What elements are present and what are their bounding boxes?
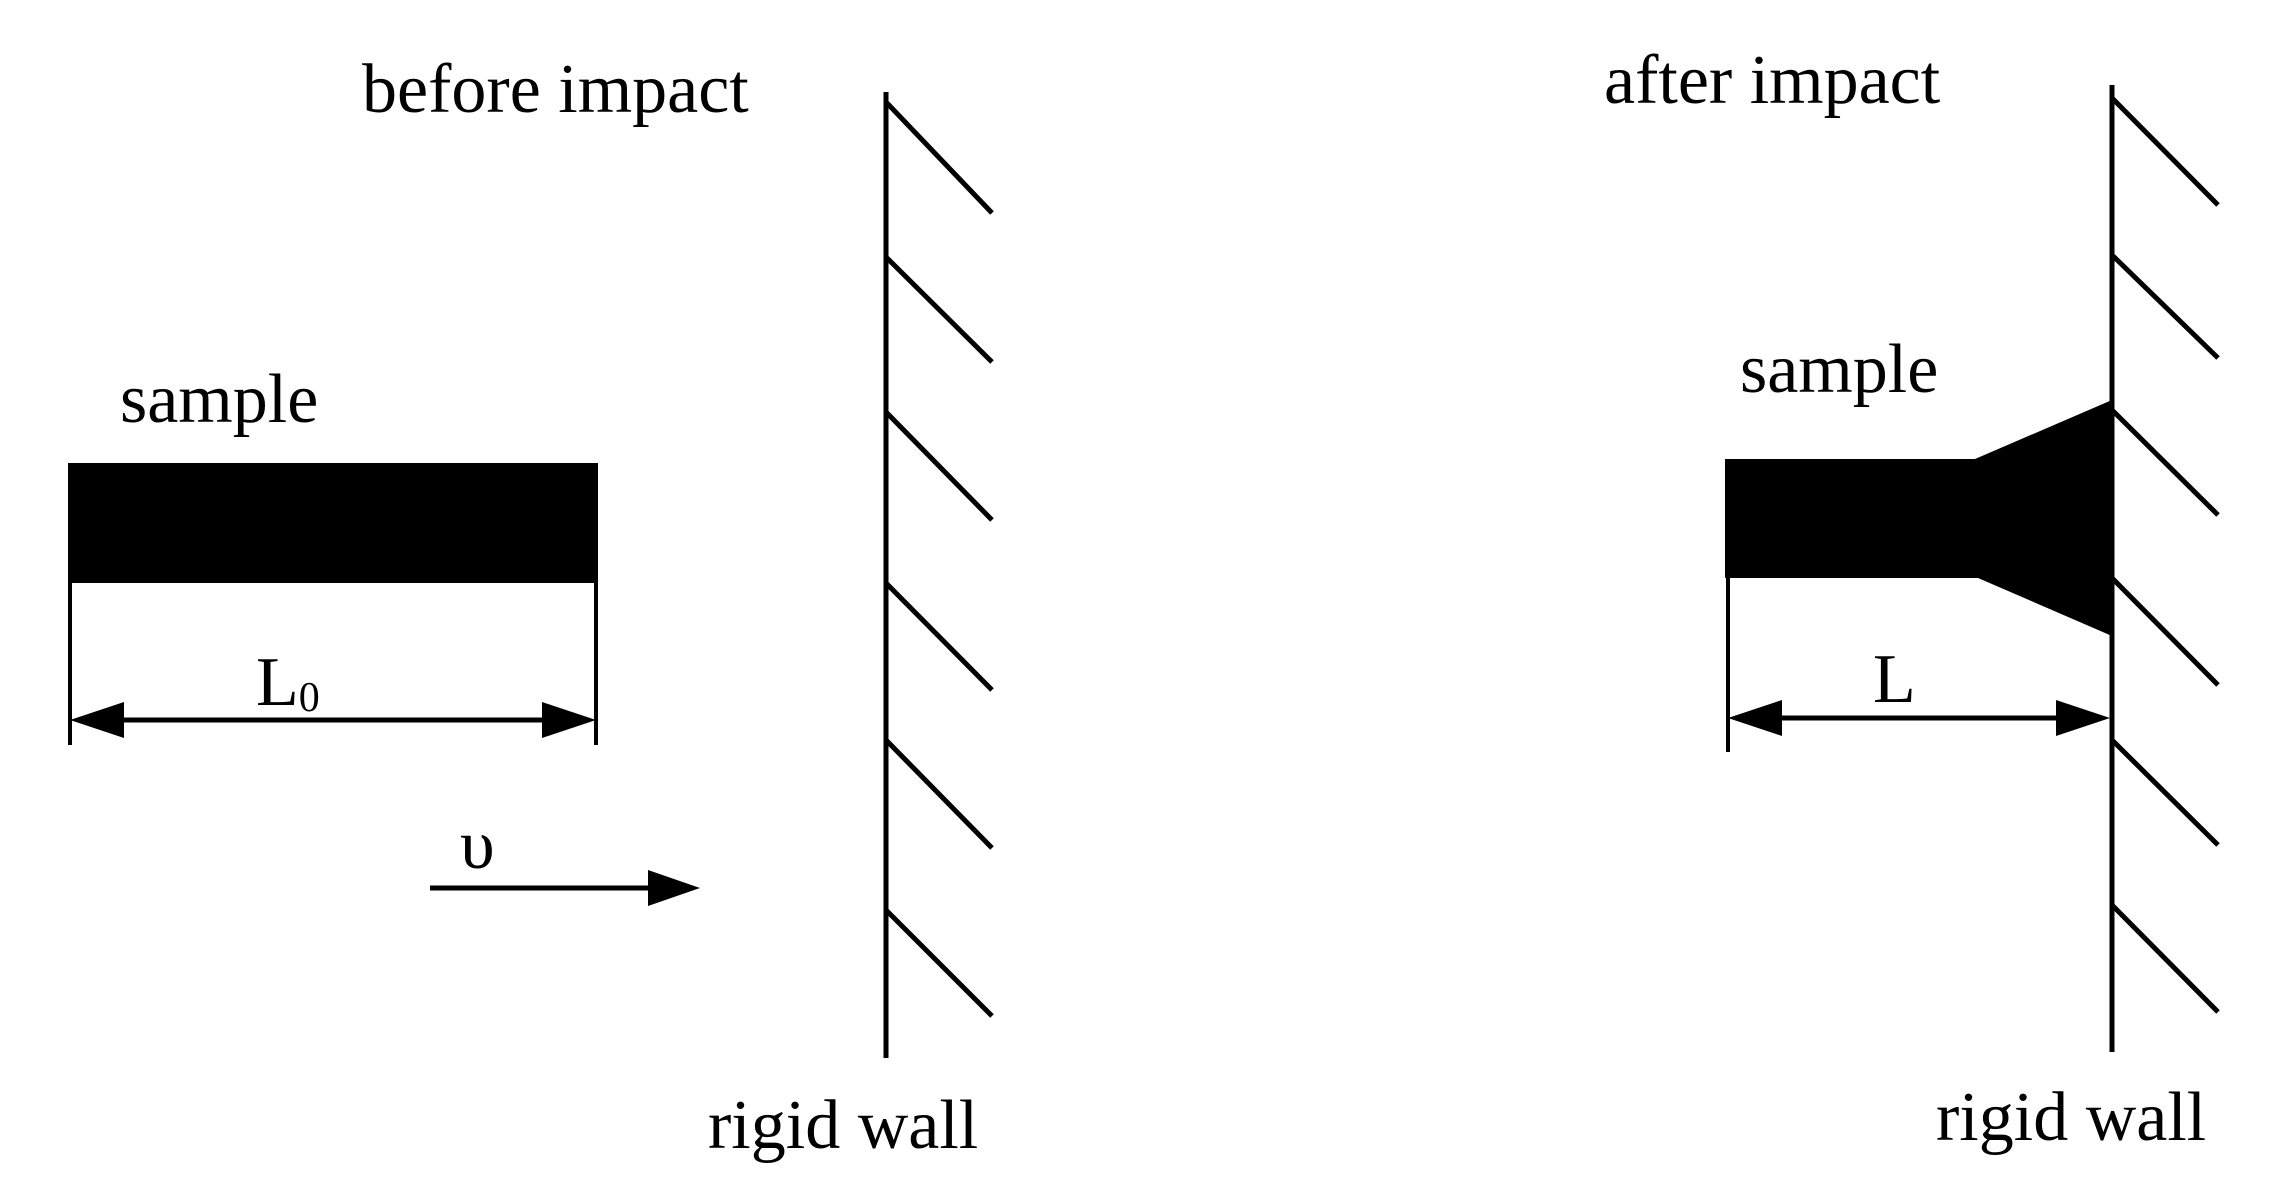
before-wall-hatching bbox=[884, 100, 994, 1018]
before-length-subscript: 0 bbox=[299, 675, 320, 721]
before-impact-panel: before impact sample L0 υ rigid wall bbox=[68, 51, 994, 1164]
after-wall-hatching bbox=[2110, 96, 2220, 1014]
after-dimension-left-arrowhead bbox=[1728, 700, 1782, 736]
before-dimension-left-arrowhead bbox=[70, 702, 124, 738]
after-sample-label: sample bbox=[1740, 331, 1938, 408]
before-length-label: L0 bbox=[256, 644, 320, 721]
after-impact-panel: after impact sample L rigid wall bbox=[1604, 42, 2220, 1156]
after-length-label: L bbox=[1873, 641, 1916, 718]
before-sample-bar bbox=[68, 463, 598, 583]
velocity-label: υ bbox=[460, 807, 495, 884]
after-rigid-wall-label: rigid wall bbox=[1936, 1079, 2206, 1156]
before-length-symbol: L bbox=[256, 644, 299, 721]
velocity-arrowhead bbox=[648, 870, 700, 906]
before-dimension-right-arrowhead bbox=[542, 702, 596, 738]
after-impact-title: after impact bbox=[1604, 42, 1941, 119]
before-sample-label: sample bbox=[120, 361, 318, 438]
before-impact-title: before impact bbox=[362, 51, 749, 128]
before-rigid-wall-label: rigid wall bbox=[708, 1087, 978, 1164]
after-sample-deformed bbox=[1725, 400, 2112, 636]
after-dimension-right-arrowhead bbox=[2056, 700, 2110, 736]
